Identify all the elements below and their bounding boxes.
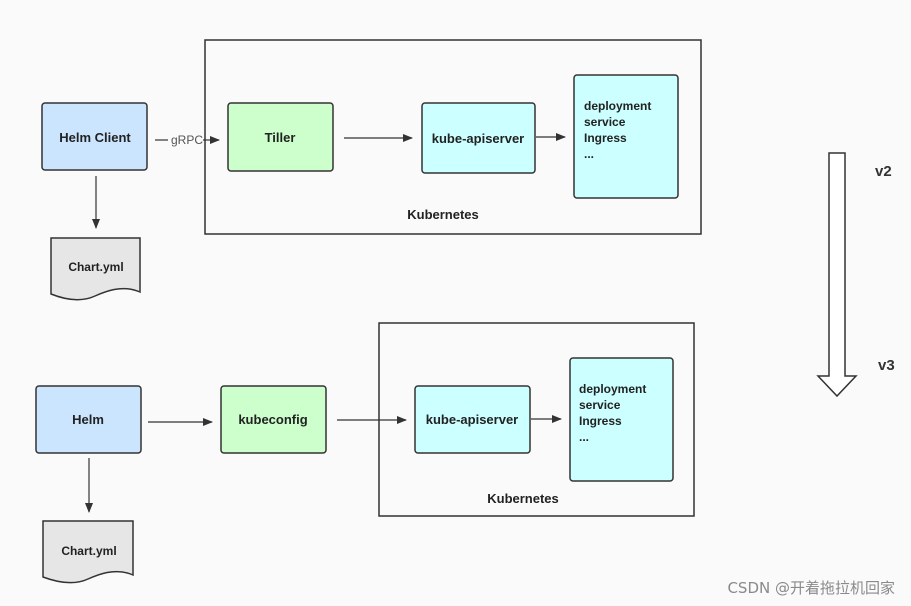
v2-tiller-node: [227, 102, 334, 172]
v3-kube-apiserver-label: kube-apiserver: [426, 412, 519, 427]
v3-resource-item: service: [579, 398, 621, 412]
v2-kube-apiserver-label: kube-apiserver: [432, 131, 525, 146]
v3-helm-label: Helm: [72, 412, 104, 427]
v2-kubernetes-cluster-box: [204, 39, 702, 235]
v2-kubernetes-label: Kubernetes: [407, 207, 479, 222]
v3-kubernetes-label: Kubernetes: [487, 491, 559, 506]
v2-chart-document: [50, 237, 141, 301]
v3-resources-node: [569, 357, 674, 482]
v2-helm-client-label: Helm Client: [59, 130, 131, 145]
v3-architecture: Kubernetes Helm kubeconfig kube-apiserve…: [35, 322, 695, 584]
v3-resource-item: Ingress: [579, 414, 622, 428]
v2-resource-item: ...: [584, 147, 594, 161]
v3-chart-label: Chart.yml: [61, 544, 116, 558]
v3-resource-item: ...: [579, 430, 589, 444]
v3-resource-item: deployment: [579, 382, 646, 396]
v2-chart-label: Chart.yml: [68, 260, 123, 274]
v2-resource-item: service: [584, 115, 626, 129]
version-v3-label: v3: [878, 357, 895, 374]
watermark: CSDN @开着拖拉机回家: [727, 579, 895, 597]
v2-tiller-label: Tiller: [265, 130, 296, 145]
v3-kubeconfig-node: [220, 385, 327, 454]
v3-chart-document: [42, 520, 134, 584]
v2-helm-client-node: [41, 102, 148, 171]
v3-helm-node: [35, 385, 142, 454]
v3-kubeconfig-label: kubeconfig: [238, 412, 307, 427]
v2-grpc-label: gRPC: [171, 133, 203, 147]
v2-architecture: Kubernetes Helm Client gRPC Tiller kube-…: [41, 39, 702, 301]
version-down-arrow-icon: [816, 152, 858, 398]
version-transition: v2 v3: [816, 152, 895, 398]
v2-resource-item: deployment: [584, 99, 651, 113]
v2-resource-item: Ingress: [584, 131, 627, 145]
v2-resources-node: [573, 74, 679, 199]
v3-kube-apiserver-node: [414, 385, 531, 454]
version-v2-label: v2: [875, 163, 892, 180]
v2-kube-apiserver-node: [421, 102, 536, 174]
